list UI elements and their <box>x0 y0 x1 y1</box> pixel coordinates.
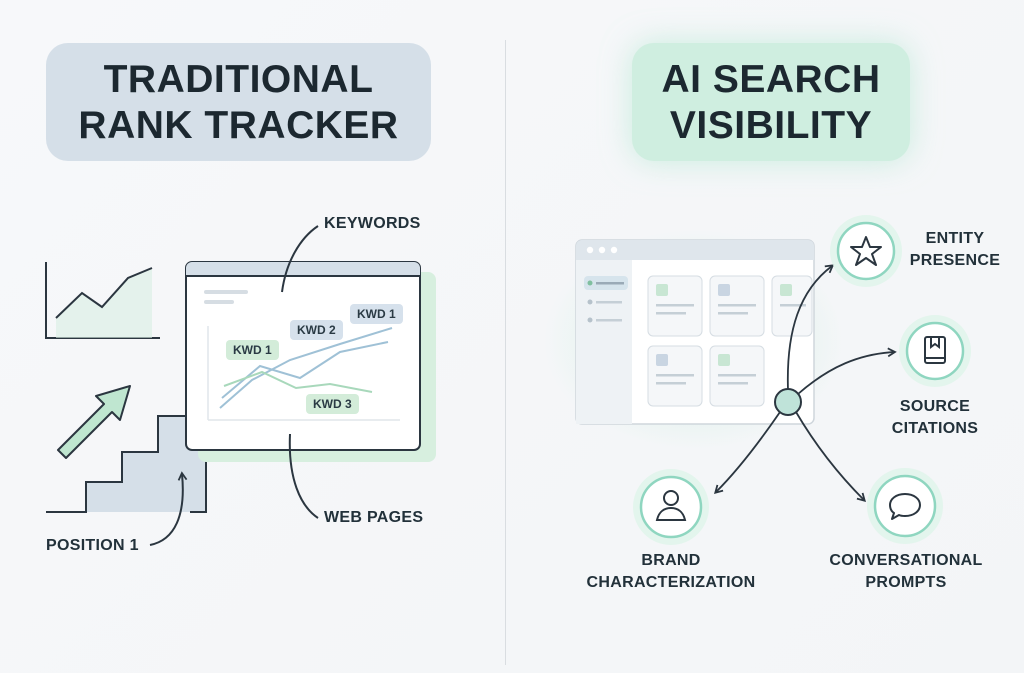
ai-dashboard-window <box>575 239 815 425</box>
label-source-citations: SOURCE CITATIONS <box>891 398 979 437</box>
up-arrow <box>57 385 131 459</box>
left-title-line1: TRADITIONAL <box>103 58 374 101</box>
chip-kwd1-right: KWD 1 <box>350 304 403 324</box>
keywords-connector <box>281 225 319 293</box>
chip-kwd1-left: KWD 1 <box>226 340 279 360</box>
rank-browser-window <box>185 261 436 462</box>
left-title-line2: RANK TRACKER <box>78 104 399 147</box>
hub-connectors <box>714 264 897 502</box>
position-arrow <box>149 471 188 546</box>
chip-kwd3: KWD 3 <box>306 394 359 414</box>
label-position-1: POSITION 1 <box>46 537 139 554</box>
person-icon <box>655 490 687 521</box>
right-title-line2: VISIBILITY <box>669 104 873 147</box>
source-node <box>899 315 971 387</box>
chip-kwd2: KWD 2 <box>290 320 343 340</box>
book-icon <box>924 336 946 364</box>
brand-node <box>633 469 709 545</box>
hub-node <box>774 388 802 416</box>
mini-line-chart <box>45 262 160 339</box>
label-conversational-prompts: CONVERSATIONAL PROMPTS <box>829 552 983 591</box>
conv-node <box>867 468 943 544</box>
right-title: AI SEARCH VISIBILITY <box>632 43 910 161</box>
staircase <box>46 415 207 513</box>
star-icon <box>850 236 882 266</box>
panel-divider <box>505 40 506 665</box>
label-entity-presence: ENTITY PRESENCE <box>909 230 1001 269</box>
left-title: TRADITIONAL RANK TRACKER <box>46 43 431 161</box>
chat-bubble-icon <box>889 493 921 520</box>
web-pages-connector <box>288 433 319 519</box>
label-brand-characterization: BRAND CHARACTERIZATION <box>586 552 756 591</box>
label-keywords: KEYWORDS <box>324 215 421 232</box>
right-title-line1: AI SEARCH <box>661 58 881 101</box>
label-web-pages: WEB PAGES <box>324 509 424 526</box>
entity-node <box>830 215 902 287</box>
